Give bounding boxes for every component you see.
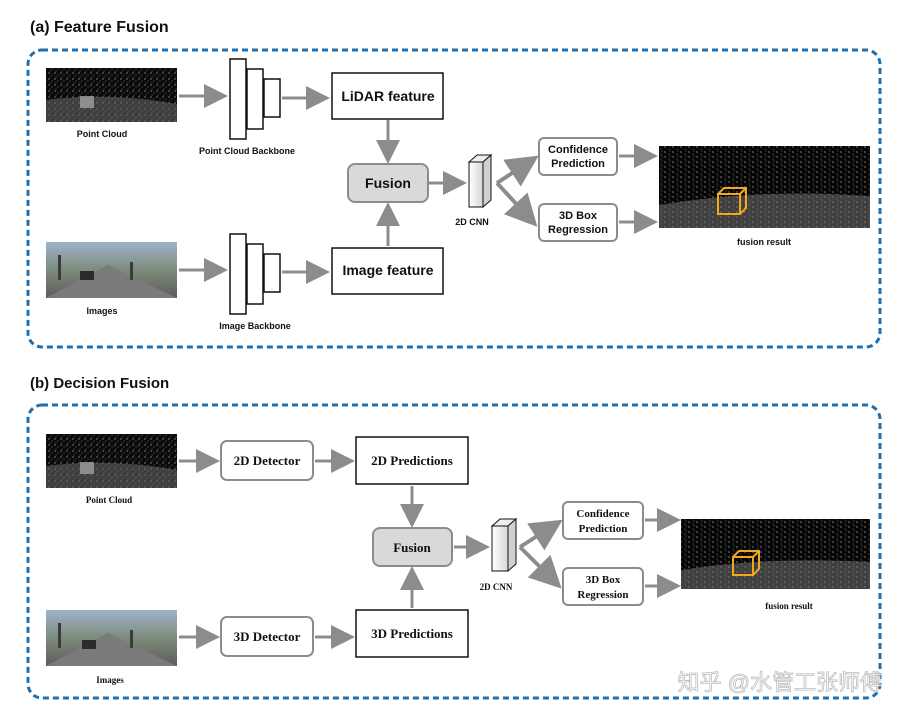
panel-a-border <box>26 48 882 349</box>
image-backbone-icon <box>229 233 281 315</box>
fusion-box-b <box>372 527 453 567</box>
images-label-b: Images <box>96 675 124 685</box>
confidence-prediction-box-b <box>562 501 644 540</box>
box-label-line1-b: 3D Box <box>586 574 621 586</box>
detection-cube-icon-b <box>732 550 760 576</box>
box-label-line2-a: Regression <box>548 224 608 236</box>
point-cloud-label-b: Point Cloud <box>86 495 132 505</box>
image-feature-label: Image feature <box>342 262 433 278</box>
image-feature-box <box>331 247 444 295</box>
point-cloud-backbone-icon <box>229 58 281 140</box>
3d-predictions-box <box>355 609 469 658</box>
box-regression-box-b <box>562 567 644 606</box>
confidence-label-line2-a: Prediction <box>551 158 605 170</box>
fusion-label-b: Fusion <box>393 540 431 555</box>
lidar-feature-label: LiDAR feature <box>341 88 435 104</box>
camera-thumbnail-b <box>46 610 177 666</box>
3d-detector-label: 3D Detector <box>234 629 301 644</box>
arrow-cnn-to-confidence-b <box>518 519 563 551</box>
watermark: 知乎 @水管工张师傅 <box>678 670 882 695</box>
fusion-label-a: Fusion <box>365 175 411 191</box>
image-backbone-label: Image Backbone <box>219 321 291 331</box>
arrow-cnn-to-confidence-a <box>495 155 539 187</box>
detection-cube-icon-a <box>717 187 747 215</box>
confidence-label-line1-b: Confidence <box>576 508 629 520</box>
arrow-cnn-to-box-b <box>518 545 562 589</box>
result-label-b: fusion result <box>765 601 813 611</box>
result-label-a: fusion result <box>737 237 791 247</box>
confidence-label-line1-a: Confidence <box>548 144 608 156</box>
cnn-block-icon-b <box>490 517 518 573</box>
fusion-result-image-a <box>659 146 870 228</box>
2d-detector-box <box>220 440 314 481</box>
box-regression-box-a <box>538 203 618 242</box>
panel-a-title: (a) Feature Fusion <box>30 19 169 36</box>
box-label-line1-a: 3D Box <box>559 210 598 222</box>
camera-thumbnail-a <box>46 242 177 298</box>
cnn-label-b: 2D CNN <box>480 582 513 592</box>
3d-detector-box <box>220 616 314 657</box>
fusion-result-image-b <box>681 519 870 589</box>
point-cloud-label-a: Point Cloud <box>77 129 128 139</box>
point-cloud-backbone-label: Point Cloud Backbone <box>199 146 295 156</box>
lidar-feature-box <box>331 72 444 120</box>
fusion-box-a <box>347 163 429 203</box>
panel-b-title: (b) Decision Fusion <box>30 375 169 392</box>
panel-b-border <box>26 403 882 700</box>
point-cloud-thumbnail-a <box>46 68 177 122</box>
2d-predictions-label: 2D Predictions <box>371 453 453 468</box>
confidence-label-line2-b: Prediction <box>579 523 628 535</box>
2d-detector-label: 2D Detector <box>234 453 301 468</box>
3d-predictions-label: 3D Predictions <box>371 626 453 641</box>
images-label-a: Images <box>86 306 117 316</box>
confidence-prediction-box-a <box>538 137 618 176</box>
point-cloud-thumbnail-b <box>46 434 177 488</box>
box-label-line2-b: Regression <box>577 589 628 601</box>
arrow-cnn-to-box-a <box>495 181 538 227</box>
cnn-block-icon-a <box>467 153 493 209</box>
cnn-label-a: 2D CNN <box>455 217 489 227</box>
2d-predictions-box <box>355 436 469 485</box>
